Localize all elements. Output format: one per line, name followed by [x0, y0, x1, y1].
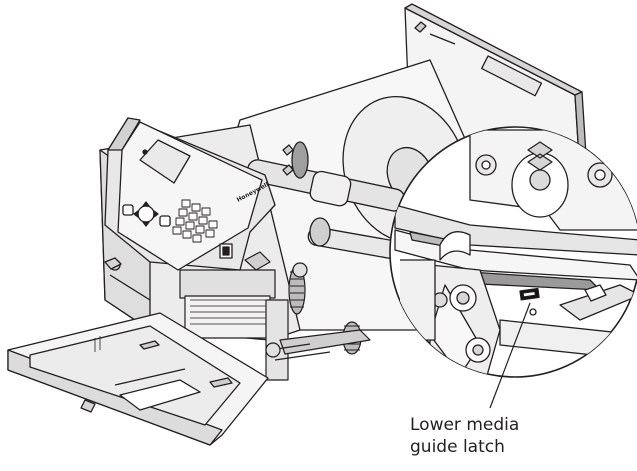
- keypad-keys-icon: [172, 199, 218, 243]
- zoom-detail: [389, 126, 637, 378]
- callout-label: Lower media guide latch: [410, 414, 550, 458]
- display-screen-icon: [139, 139, 191, 184]
- print-mechanism: [179, 251, 371, 381]
- control-panel: [104, 117, 276, 271]
- callout-leader-line: [489, 302, 531, 409]
- power-switch-icon: [219, 243, 233, 259]
- callout-line-2: guide latch: [410, 437, 505, 457]
- callout-line-1: Lower media: [410, 415, 520, 435]
- front-door: [7, 312, 269, 446]
- media-latch-icon: [519, 287, 540, 316]
- navigation-pad-icon: [122, 201, 171, 227]
- printhead-teeth: [190, 299, 270, 325]
